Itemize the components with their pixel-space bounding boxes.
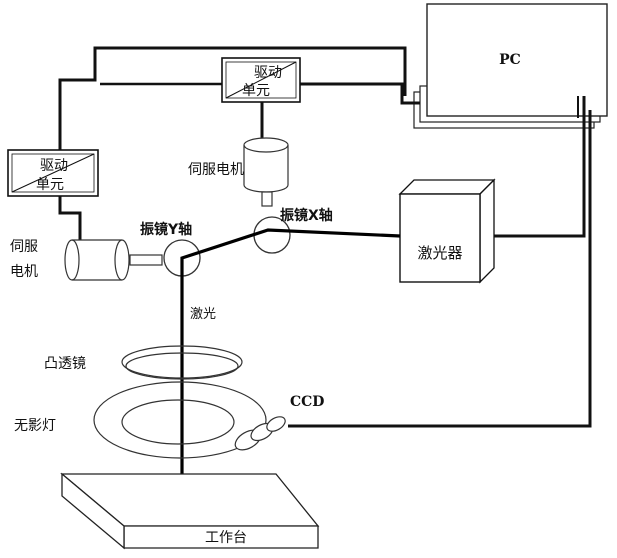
pc-label: PC (499, 52, 521, 68)
worktable: 工作台 (60, 472, 320, 550)
shadowless-lamp (93, 381, 267, 459)
shadowless-lamp-label: 无影灯 (14, 418, 56, 434)
laser-beam (174, 228, 401, 494)
ccd-camera (234, 416, 286, 451)
drive-unit-left: 驱动 单元 (7, 149, 99, 197)
convex-lens (121, 345, 243, 380)
cable-pc-to-ccd (288, 110, 592, 428)
ccd-label: CCD (290, 394, 324, 410)
servo-motor-top-label: 伺服电机 (188, 162, 244, 178)
convex-lens-label: 凸透镜 (44, 356, 86, 372)
drive-unit-top-line1: 驱动 (254, 65, 282, 81)
laser-device-label: 激光器 (417, 244, 462, 262)
laser-device: 激光器 (398, 178, 496, 284)
drive-unit-left-line2: 单元 (36, 177, 64, 193)
laser-beam-label: 激光 (190, 307, 216, 322)
drive-unit-top-line2: 单元 (242, 83, 270, 99)
worktable-label: 工作台 (205, 530, 247, 546)
cable-pc-to-top-drive (300, 82, 420, 105)
servo-motor-left-label-line2: 电机 (10, 264, 38, 280)
pc-unit: PC (413, 3, 608, 129)
drive-unit-left-line1: 驱动 (40, 158, 68, 174)
servo-motor-left-label-line1: 伺服 (10, 239, 38, 255)
cable-pc-to-laser (494, 96, 586, 238)
cable-pc-to-left-drive (58, 46, 407, 150)
galvo-y-label: 振镜Y轴 (140, 221, 192, 238)
wiring (58, 46, 592, 428)
cable-left-drive-to-servo (58, 196, 82, 240)
galvo-x-label: 振镜X轴 (280, 207, 333, 224)
servo-motor-top (243, 137, 289, 207)
servo-motor-left (64, 239, 163, 281)
drive-unit-top: 驱动 单元 (221, 57, 301, 103)
